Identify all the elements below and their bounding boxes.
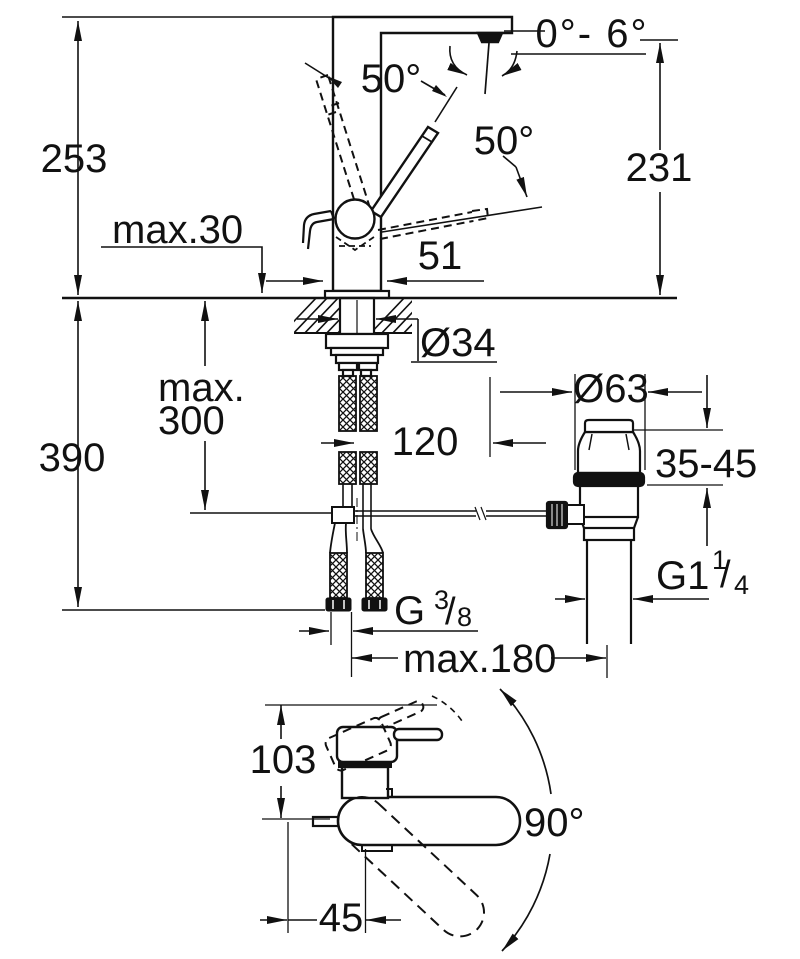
- waste-thread-sub: 4: [734, 570, 749, 600]
- water-stream: [484, 42, 490, 95]
- hose-nut-right: [361, 597, 388, 612]
- waste-thread-label: G1 1 / 4: [656, 545, 749, 600]
- body-top-view: [340, 765, 390, 800]
- lever-swing-arc: [431, 695, 463, 722]
- waste-thread-base: G1: [656, 554, 709, 598]
- faucet-top-view: [311, 695, 522, 938]
- hose-thread-slash: /: [445, 591, 456, 633]
- lever-angle-left-label: 50°: [361, 57, 422, 101]
- waste-flange: [572, 471, 646, 488]
- hose-thread-label: G 3 / 8: [394, 585, 472, 633]
- dimension-lines: [62, 16, 723, 952]
- waste-plug: [583, 418, 635, 434]
- lever-top-view: [392, 727, 444, 742]
- lever-solid: [369, 125, 440, 219]
- dim-231-label: 231: [626, 146, 693, 190]
- aerator: [476, 31, 504, 44]
- hose-lower-curves: [329, 522, 384, 554]
- rod-reach-label: max.180: [403, 637, 556, 681]
- lever-angle-right-label: 50°: [474, 119, 535, 163]
- mounting-nut-stack: [324, 332, 390, 378]
- dim-103-label: 103: [250, 738, 317, 782]
- supply-hoses: [325, 375, 547, 612]
- rod-connector: [331, 506, 355, 524]
- aerator-angle-label: 0°- 6°: [536, 12, 649, 56]
- side-hook: [301, 209, 336, 250]
- spout-rotated-dashed: [337, 796, 486, 938]
- dim-253-label: 253: [41, 137, 108, 181]
- swivel-arc-upper: [499, 688, 552, 795]
- pop-up-waste: [545, 418, 646, 644]
- lever-dashed-down: [377, 207, 490, 240]
- handle-top-view: [335, 725, 399, 764]
- hole-diameter-label: Ø34: [420, 321, 496, 365]
- dim-45-label: 45: [319, 896, 364, 940]
- hose-thread-base: G: [394, 589, 425, 633]
- swivel-angle-label: 90°: [524, 801, 585, 845]
- faucet-side-view: [301, 15, 514, 300]
- hose-nut-left: [325, 597, 352, 612]
- waste-thread-slash: /: [720, 554, 731, 596]
- counter-range-label: 35-45: [655, 442, 757, 486]
- dim-51-label: 51: [418, 234, 463, 278]
- hose-thread-sub: 8: [457, 602, 472, 632]
- counter-section: [62, 296, 677, 378]
- swivel-arc-lower: [501, 853, 551, 952]
- dim-390-label: 390: [39, 436, 106, 480]
- hose-length-label-2: 300: [158, 399, 225, 443]
- ball-joint: [334, 198, 376, 240]
- dimension-labels: 253 max.30 51 231 0°- 6° 50° 50° Ø34 max…: [39, 12, 758, 940]
- dim-max30-label: max.30: [112, 208, 243, 252]
- hose-length-label-1: max.: [158, 366, 245, 410]
- waste-diameter-label: Ø63: [573, 367, 649, 411]
- dim-120-label: 120: [392, 420, 459, 464]
- ball-detail-dashed: [335, 236, 375, 252]
- waste-thread-sup: 1: [712, 545, 727, 575]
- hose-thread-sup: 3: [434, 585, 449, 615]
- pop-up-rod: [354, 506, 547, 521]
- spout-top-view: [336, 795, 522, 847]
